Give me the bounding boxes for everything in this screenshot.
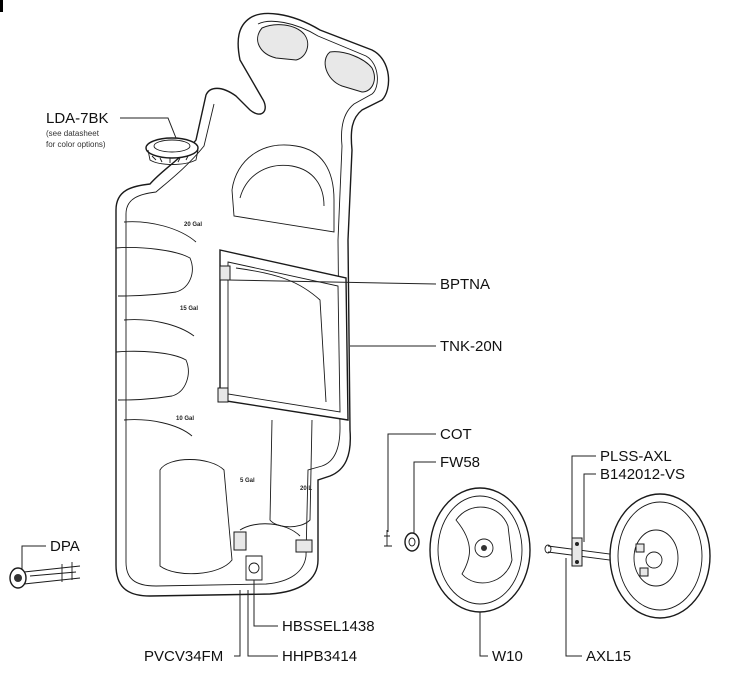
bolt-1 [575, 542, 579, 546]
washer-inner [408, 537, 416, 547]
leg-channel [269, 419, 313, 528]
rib-3 [123, 221, 197, 243]
leader-lda [120, 117, 177, 139]
dpa-fins [61, 562, 73, 582]
leader-lines [21, 117, 596, 657]
handle-hole-left [257, 24, 309, 61]
cap-inner [153, 139, 191, 153]
rib-2 [115, 350, 189, 401]
leader-hbssel [253, 580, 278, 627]
mark-20-gal: 20 Gal [184, 222, 202, 228]
back-panel-inner [227, 261, 341, 413]
cap-skirt [147, 149, 199, 165]
label-b142012-vs: B142012-VS [600, 466, 685, 483]
label-lda-7bk: LDA-7BK [46, 110, 109, 127]
panel-clip-bottom [217, 387, 229, 403]
wheel-right-clip-2 [639, 567, 649, 577]
fw58-part [404, 532, 420, 552]
leader-axl15 [565, 558, 582, 657]
leader-w10 [479, 612, 488, 657]
grip-cavity [231, 144, 335, 233]
mark-10-gal: 10 Gal [176, 416, 194, 422]
label-hhpb3414: HHPB3414 [282, 648, 357, 665]
labels: LDA-7BK (see datasheet for color options… [46, 110, 685, 665]
cap-part [145, 137, 199, 165]
leader-bptna [227, 279, 437, 285]
wheel-right-tire [609, 493, 711, 619]
grip-cavity-inner [239, 164, 325, 207]
label-lda-note1: (see datasheet [46, 129, 100, 138]
label-axl15: AXL15 [586, 648, 631, 665]
mark-5-gal: 5 Gal [240, 478, 255, 484]
leg-left [159, 459, 233, 575]
wheel-right-hub [645, 551, 663, 569]
valve-body [245, 555, 263, 581]
wheel-right-hub-ring [633, 529, 679, 587]
handle-hole-right [324, 51, 375, 93]
tank-inner-contour [125, 20, 378, 587]
rear-bracket [295, 539, 313, 553]
label-pvcv34fm: PVCV34FM [144, 648, 223, 665]
tank-body: 20 Gal 15 Gal 10 Gal 5 Gal 20 L [115, 12, 390, 597]
bolt-2 [575, 560, 579, 564]
bottom-contour [239, 523, 301, 537]
cap-rim [145, 137, 199, 159]
wheel-left-hub-cover [455, 506, 513, 584]
axle-bracket [571, 537, 583, 567]
dpa-part [9, 562, 81, 589]
valve-port [248, 562, 260, 574]
cot-pin [384, 530, 392, 547]
wheel-left-hub [474, 538, 494, 558]
rib-1 [115, 247, 193, 297]
dpa-hub [14, 574, 22, 582]
wheel-right [609, 493, 711, 619]
washer-outer [404, 532, 420, 552]
mark-20-l: 20 L [300, 486, 312, 492]
rib-4 [123, 319, 195, 337]
label-plss-axl: PLSS-AXL [600, 448, 672, 465]
leader-fw58 [413, 461, 436, 534]
wheel-right-rim [617, 501, 703, 611]
label-fw58: FW58 [440, 454, 480, 471]
leader-hhpb [247, 590, 278, 657]
axle-end [544, 544, 552, 554]
panel-clip-top [219, 265, 231, 281]
label-tnk-20n: TNK-20N [440, 338, 503, 355]
label-bptna: BPTNA [440, 276, 490, 293]
label-dpa: DPA [50, 538, 80, 555]
leader-plss [571, 455, 596, 540]
label-lda-note2: for color options) [46, 140, 106, 149]
back-panel [219, 249, 349, 421]
label-cot: COT [440, 426, 472, 443]
wheel-left [429, 487, 531, 613]
valve-bracket [233, 531, 247, 551]
label-hbssel1438: HBSSEL1438 [282, 618, 375, 635]
wheel-right-clip-1 [635, 543, 645, 553]
cap-ridges [151, 155, 189, 163]
leader-dpa [21, 545, 46, 570]
rib-5 [123, 419, 193, 437]
label-w10: W10 [492, 648, 523, 665]
mark-15-gal: 15 Gal [180, 306, 198, 312]
wheel-left-rim [437, 495, 523, 605]
cot-part [384, 530, 392, 547]
wheel-left-axle-hole [481, 545, 487, 551]
leader-cot [387, 433, 436, 532]
corner-mark [0, 0, 3, 12]
leader-b142 [583, 473, 596, 542]
leader-pvcv [234, 590, 241, 657]
dpa-shaft [23, 565, 81, 585]
